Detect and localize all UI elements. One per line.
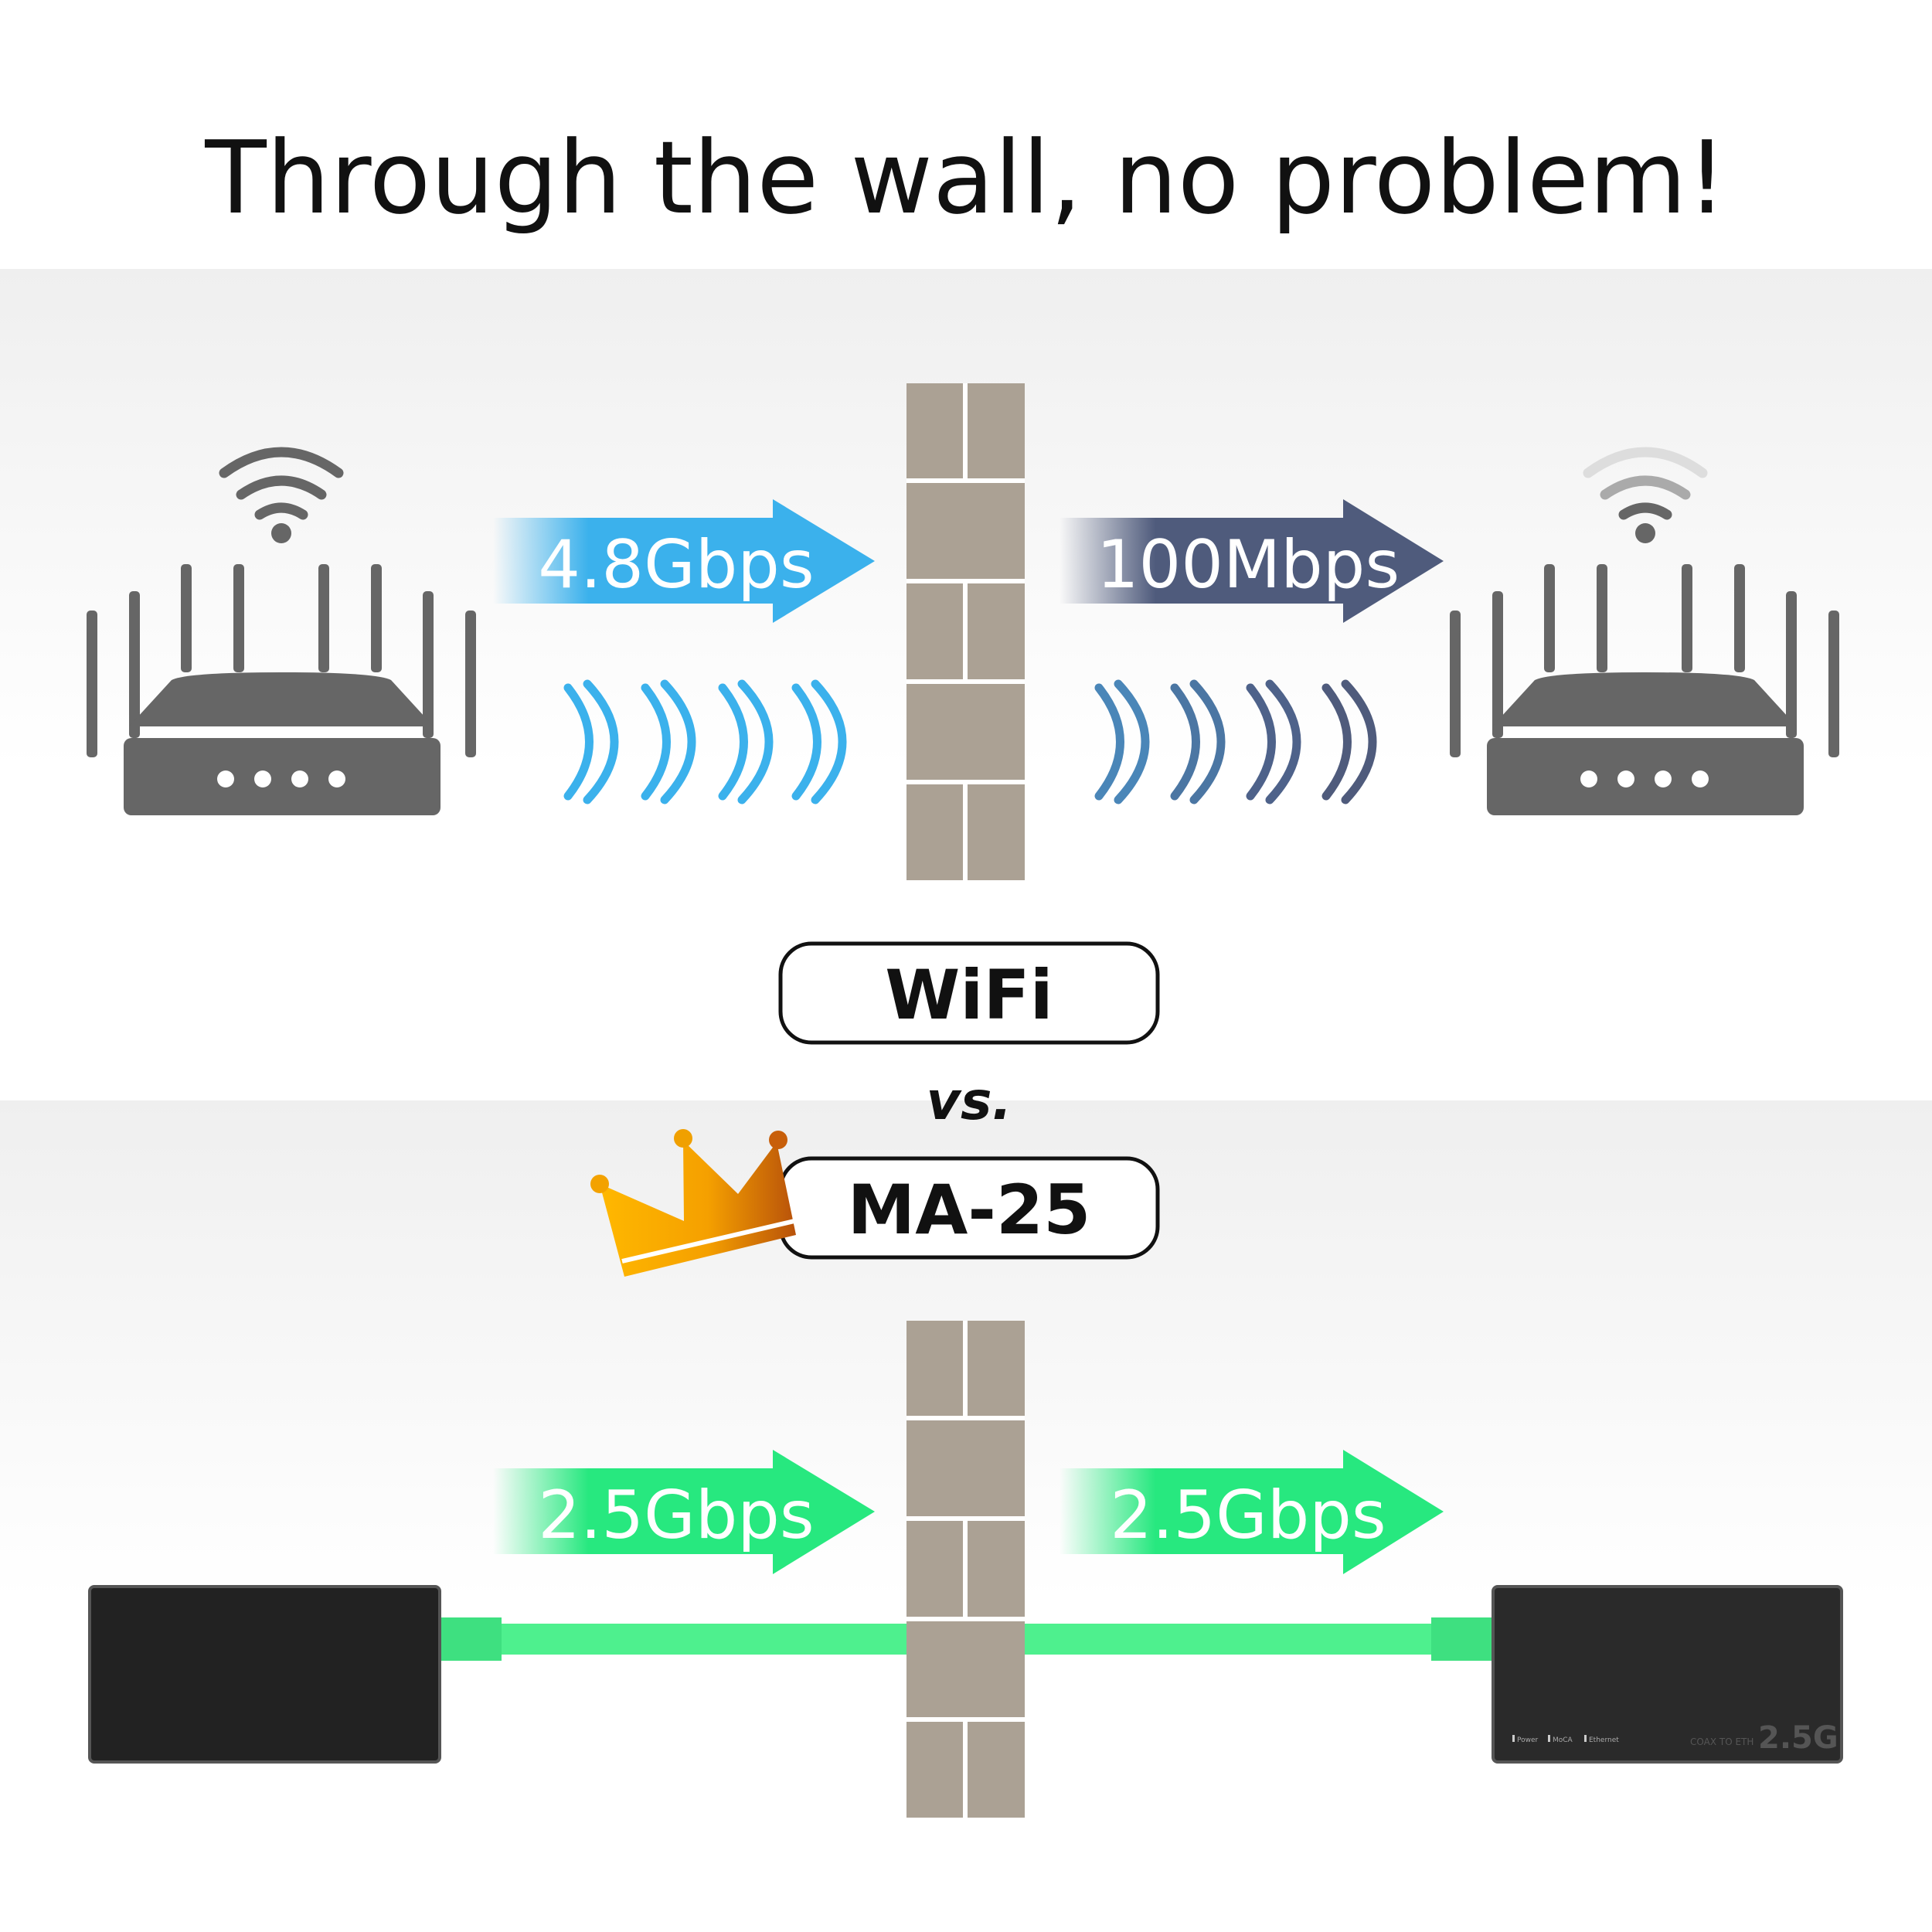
versus-label: vs.: [927, 1071, 1012, 1132]
led-ethernet: Ethernet: [1589, 1736, 1619, 1744]
moca-label: MA-25: [848, 1170, 1091, 1250]
speed-label-moca-left: 2.5Gbps: [538, 1477, 814, 1554]
page-title: Through the wall, no problem!: [204, 119, 1726, 236]
led-moca: MoCA: [1553, 1736, 1573, 1744]
wall-top: [906, 383, 1025, 880]
arrow-moca-right: 2.5Gbps: [1060, 1450, 1444, 1574]
moca-adapter-left: [88, 1585, 441, 1764]
speed-label-wifi-left: 4.8Gbps: [538, 526, 814, 604]
wifi-router-right: [1450, 447, 1839, 815]
device-brand: COAX TO ETH: [1690, 1736, 1753, 1747]
wifi-label: WiFi: [885, 955, 1053, 1035]
coax-cable: [440, 1617, 1493, 1661]
label-moca: MA-25: [778, 1156, 1160, 1260]
device-model: 2.5G: [1758, 1720, 1838, 1756]
label-wifi: WiFi: [778, 941, 1160, 1045]
arrow-wifi-fast: 4.8Gbps: [493, 499, 875, 623]
wifi-signal-icon: [1583, 447, 1708, 520]
led-power: Power: [1517, 1736, 1539, 1744]
wifi-router-left: [87, 447, 476, 815]
wifi-signal-icon: [219, 447, 344, 520]
speed-label-moca-right: 2.5Gbps: [1110, 1477, 1386, 1554]
arrow-wifi-slow: 100Mbps: [1060, 499, 1444, 623]
speed-label-wifi-right: 100Mbps: [1097, 526, 1400, 604]
wifi-waves-weak: [1094, 679, 1377, 804]
moca-adapter-right: Power MoCA Ethernet COAX TO ETH 2.5G: [1492, 1585, 1843, 1764]
crown-icon: [590, 1129, 796, 1277]
arrow-moca-left: 2.5Gbps: [493, 1450, 875, 1574]
wifi-waves-strong: [563, 679, 847, 804]
wall-bottom: [906, 1321, 1025, 1818]
